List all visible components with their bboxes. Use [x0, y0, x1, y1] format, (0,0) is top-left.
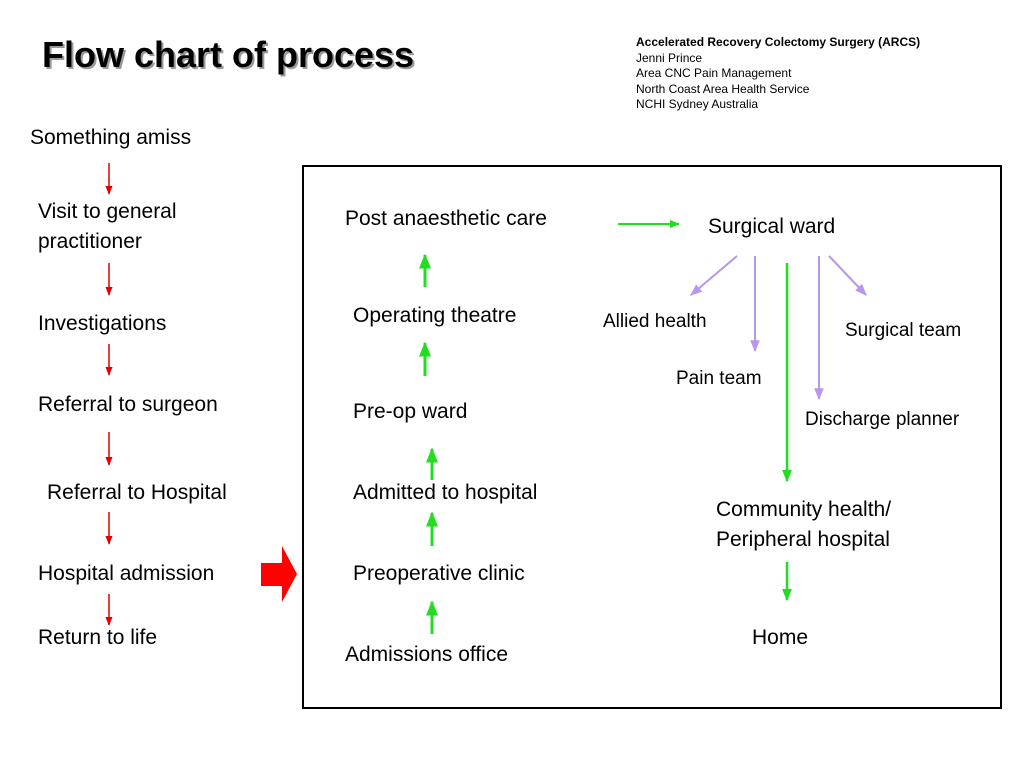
page-title: Flow chart of process — [42, 34, 415, 75]
big-right-arrow — [261, 546, 297, 602]
node-pre-op-ward: Pre-op ward — [353, 400, 468, 423]
node-preoperative-clinic: Preoperative clinic — [353, 562, 525, 585]
node-something-amiss: Something amiss — [30, 126, 192, 149]
credits-line: Jenni Prince — [636, 50, 703, 65]
process-frame — [302, 165, 1002, 709]
node-hospital-admission: Hospital admission — [38, 562, 215, 585]
arrow-purple — [828, 255, 867, 296]
node-referral-hospital: Referral to Hospital — [47, 481, 227, 504]
credits-line: Accelerated Recovery Colectomy Surgery (… — [636, 35, 921, 49]
arrow-purple — [690, 255, 738, 296]
node-allied-health: Allied health — [603, 311, 707, 332]
node-investigations: Investigations — [38, 312, 167, 335]
credits-line: NCHI Sydney Australia — [636, 97, 759, 111]
node-surgical-ward: Surgical ward — [708, 215, 836, 238]
node-return-to-life: Return to life — [38, 626, 158, 649]
node-post-anaesthetic-care: Post anaesthetic care — [345, 207, 547, 230]
node-referral-surgeon: Referral to surgeon — [38, 393, 218, 416]
credits-block: Accelerated Recovery Colectomy Surgery (… — [636, 35, 920, 113]
node-pain-team: Pain team — [676, 368, 762, 389]
node-admissions-office: Admissions office — [345, 643, 509, 666]
node-discharge-planner: Discharge planner — [805, 409, 960, 430]
credits-line: Area CNC Pain Management — [636, 66, 792, 80]
node-community-health-line1: Community health/ — [716, 498, 892, 521]
credits-line: North Coast Area Health Service — [636, 81, 810, 96]
node-surgical-team: Surgical team — [845, 320, 962, 341]
node-admitted-to-hospital: Admitted to hospital — [353, 481, 538, 504]
node-operating-theatre: Operating theatre — [353, 304, 517, 327]
node-community-health-line2: Peripheral hospital — [716, 528, 890, 551]
node-visit-gp: Visit to general practitioner — [38, 200, 177, 253]
node-home: Home — [752, 626, 809, 649]
